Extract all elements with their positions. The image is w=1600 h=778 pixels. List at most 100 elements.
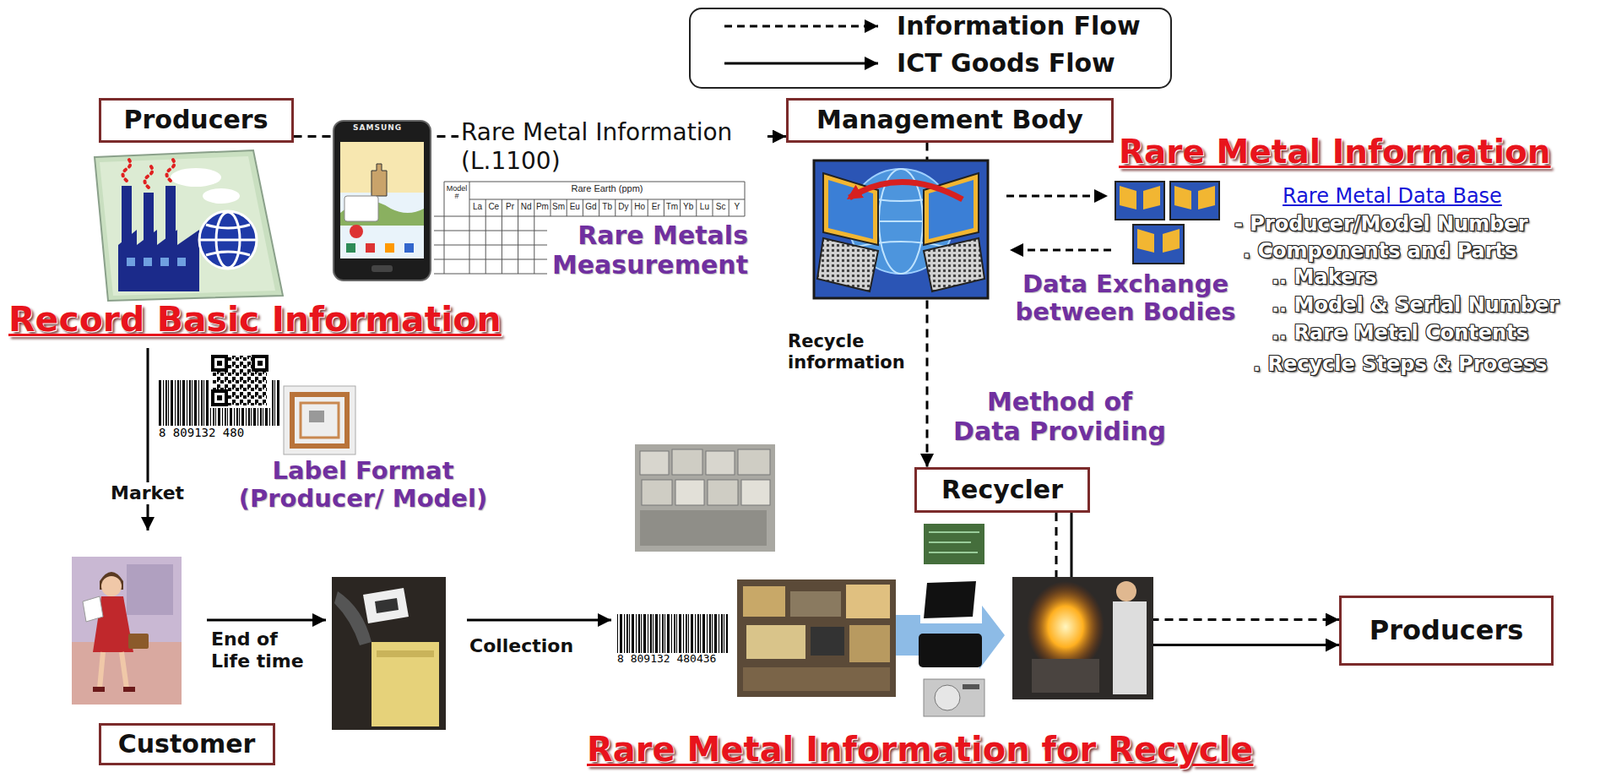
database-icons-part bbox=[1170, 181, 1220, 220]
phone-picture-part bbox=[349, 224, 364, 239]
database-icons-part bbox=[1119, 185, 1137, 210]
caption-text: Label Format (Producer/ Model) bbox=[215, 456, 511, 514]
table-cell: Pr bbox=[501, 202, 518, 212]
qr-code-part bbox=[209, 352, 271, 408]
management-computer-part bbox=[817, 238, 879, 292]
table-cell: Eu bbox=[566, 202, 583, 212]
management-computer-part bbox=[923, 238, 985, 292]
phone-picture-part bbox=[344, 195, 379, 222]
hard-disk-photo bbox=[923, 678, 985, 716]
edge-label: Recycle information bbox=[785, 330, 917, 374]
collection-bin-photo-part bbox=[363, 587, 409, 624]
process-box: Producers bbox=[98, 97, 294, 143]
table-cell: Rare Earth (ppm) bbox=[469, 184, 745, 195]
factory-icon bbox=[94, 150, 283, 301]
database-icons bbox=[1115, 181, 1220, 264]
box-label: Management Body bbox=[816, 104, 1084, 136]
sorting-photo-part bbox=[810, 626, 845, 656]
factory-icon-part bbox=[99, 156, 276, 296]
table-cell: Y bbox=[728, 202, 745, 212]
legend-frame-part bbox=[724, 25, 879, 28]
database-icons-part bbox=[1133, 224, 1184, 264]
table-cell: La bbox=[469, 202, 486, 212]
furnace-photo-part bbox=[1012, 576, 1154, 700]
phone-picture-part bbox=[404, 243, 414, 253]
list-item: - Producer/Model Number bbox=[1234, 212, 1528, 237]
circuit-board-photo-part bbox=[928, 531, 980, 553]
table-cell: Ce bbox=[485, 202, 502, 212]
factory-icon-part bbox=[123, 157, 131, 181]
factory-icon-part bbox=[199, 211, 257, 269]
process-box: Customer bbox=[98, 722, 276, 765]
caption-text: Rare Metals Measurement bbox=[528, 221, 749, 280]
edge-label: Rare Metal Information (L.1100) bbox=[458, 118, 768, 175]
collection-bin-photo-part bbox=[376, 650, 434, 657]
lcd-panel-photo-part bbox=[920, 575, 982, 624]
monitor-pile-photo-part bbox=[672, 449, 703, 475]
furnace-photo-part bbox=[1031, 658, 1100, 693]
management-computer-part bbox=[823, 173, 879, 245]
factory-icon-part bbox=[143, 192, 154, 250]
monitor-pile-photo bbox=[634, 444, 776, 552]
phone-picture-part bbox=[371, 265, 393, 272]
qr-code-part bbox=[212, 355, 267, 406]
database-icons-part bbox=[1115, 181, 1165, 220]
lcd-panel-photo-part bbox=[923, 580, 977, 619]
table-cell: Sm bbox=[550, 202, 567, 212]
customer-picture-part bbox=[121, 651, 127, 689]
table-cell: Tb bbox=[599, 202, 616, 212]
factory-icon-part bbox=[199, 238, 257, 242]
collection-bin-photo bbox=[331, 576, 446, 730]
qr-code-part bbox=[211, 389, 228, 407]
sorting-photo-part bbox=[743, 667, 890, 691]
phone-picture bbox=[333, 120, 431, 281]
furnace-photo-part bbox=[1116, 580, 1137, 602]
lcd-panel-photo bbox=[920, 575, 982, 624]
barcode-label bbox=[613, 612, 732, 668]
battery-photo bbox=[918, 633, 982, 668]
list-item: .. Model & Serial Number bbox=[1271, 293, 1559, 318]
qr-code-part bbox=[216, 360, 223, 366]
rfid-tag-part bbox=[292, 394, 348, 446]
monitor-pile-photo-part bbox=[640, 450, 669, 475]
table-cell: Sc bbox=[712, 202, 729, 212]
process-box: Producers bbox=[1339, 595, 1554, 666]
furnace-photo-part bbox=[1112, 601, 1147, 695]
factory-icon-part bbox=[143, 257, 152, 266]
rfid-tag-part bbox=[300, 402, 339, 438]
customer-picture-part bbox=[128, 633, 149, 649]
monitor-pile-photo-part bbox=[707, 479, 738, 505]
table-cell: Tm bbox=[663, 202, 680, 212]
monitor-pile-photo-part bbox=[641, 479, 673, 505]
management-computer bbox=[813, 160, 988, 299]
monitor-pile-photo-part bbox=[737, 449, 771, 475]
list-item: .. Rare Metal Contents bbox=[1271, 321, 1529, 346]
factory-icon-part bbox=[165, 185, 176, 250]
phone-picture-part bbox=[340, 141, 424, 259]
database-icons-part bbox=[1143, 185, 1161, 210]
management-computer-part bbox=[813, 160, 988, 299]
collection-bin-photo-part bbox=[374, 597, 399, 613]
barcode-digits: 8 809132 480 bbox=[158, 426, 245, 440]
legend-frame-part bbox=[724, 62, 879, 66]
factory-icon-part bbox=[177, 257, 186, 266]
rfid-tag-part bbox=[309, 410, 325, 423]
heading-text: Rare Metal Information for Recycle bbox=[586, 729, 1253, 769]
list-heading: Rare Metal Data Base bbox=[1282, 184, 1503, 209]
list-item: . Components and Parts bbox=[1242, 239, 1517, 264]
sorting-photo-part bbox=[846, 584, 890, 619]
sorting-photo-part bbox=[790, 591, 841, 617]
sorting-photo-part bbox=[737, 579, 896, 697]
collection-bin-photo-part bbox=[371, 641, 440, 727]
brand-text: SAMSUNG bbox=[352, 123, 402, 132]
barcode-digits: 8 809132 480436 bbox=[617, 652, 716, 665]
customer-picture-part bbox=[82, 596, 104, 622]
legend-text: ICT Goods Flow bbox=[896, 48, 1116, 78]
table-cell: Gd bbox=[582, 202, 599, 212]
factory-icon-part bbox=[121, 185, 132, 250]
barcode-label-part bbox=[613, 612, 732, 668]
database-icons-part bbox=[1174, 185, 1192, 210]
table-cell: Yb bbox=[680, 202, 697, 212]
circuit-board-photo bbox=[923, 523, 985, 565]
